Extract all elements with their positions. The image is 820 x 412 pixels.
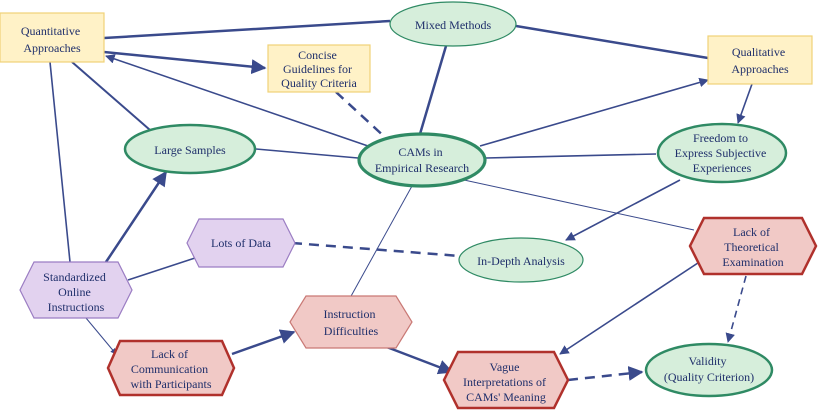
node-quantitative-label: Quantitative Approaches: [21, 24, 83, 55]
node-freedom: Freedom to Express Subjective Experience…: [656, 122, 788, 184]
edge-largesamples-cams: [255, 148, 359, 159]
node-mixed-methods: Mixed Methods: [389, 1, 517, 47]
edge-lacktheory-vague: [559, 254, 711, 355]
node-in-depth: In-Depth Analysis: [458, 237, 584, 283]
edge-freedom-indepth: [565, 179, 681, 241]
node-mixed-methods-label: Mixed Methods: [415, 18, 492, 32]
node-guidelines-label: Concise Guidelines for Quality Criteria: [281, 48, 357, 90]
edge-instruction-vague: [383, 344, 454, 375]
node-lack-communication-label: Lack of Communication with Participants: [131, 347, 212, 391]
node-vague: Vague Interpretations of CAMs' Meaning: [442, 350, 570, 410]
node-quantitative: Quantitative Approaches: [0, 12, 105, 63]
edge-quantitative-mixed: [103, 19, 391, 40]
node-large-samples-label: Large Samples: [154, 143, 226, 157]
edge-lackcomm-instruction: [231, 329, 296, 356]
edge-cams-instruction: [349, 185, 413, 299]
node-qualitative: Qualitative Approaches: [707, 35, 813, 85]
node-lots-of-data: Lots of Data: [186, 218, 296, 268]
node-instruction-difficulties-label: Instruction Difficulties: [324, 307, 379, 338]
edge-quantitative-standardized: [49, 61, 71, 263]
edge-standardized-lackcomm: [85, 317, 117, 355]
edge-mixed-qualitative: [515, 24, 709, 60]
node-cams-label: CAMs in Empirical Research: [375, 145, 469, 175]
node-lack-communication: Lack of Communication with Participants: [106, 339, 236, 397]
node-validity-label: Validity (Quality Criterion): [664, 354, 754, 384]
edge-vague-validity: [567, 365, 644, 382]
node-lack-theoretical: Lack of Theoretical Examination: [688, 216, 818, 276]
edges: [49, 19, 753, 382]
node-qualitative-label: Qualitative Approaches: [731, 45, 789, 76]
node-lack-theoretical-label: Lack of Theoretical Examination: [722, 225, 783, 269]
edge-standardized-largesamples: [104, 170, 168, 263]
node-standardized: Standardized Online Instructions: [19, 261, 133, 319]
node-validity: Validity (Quality Criterion): [644, 342, 774, 398]
edge-standardized-lotsdata: [127, 257, 196, 281]
edge-cams-quantitative: [105, 54, 369, 147]
edge-mixed-cams: [418, 45, 448, 135]
node-in-depth-label: In-Depth Analysis: [477, 254, 565, 268]
node-standardized-label: Standardized Online Instructions: [43, 270, 109, 314]
edge-cams-freedom: [485, 153, 657, 159]
node-large-samples: Large Samples: [123, 123, 257, 175]
node-vague-label: Vague Interpretations of CAMs' Meaning: [463, 360, 549, 404]
edge-cams-lacktheory: [463, 179, 695, 231]
node-lots-of-data-label: Lots of Data: [211, 236, 272, 250]
edge-lotsdata-indepth: [291, 241, 461, 258]
edge-quantitative-largesamples: [71, 61, 151, 131]
edge-quantitative-guidelines: [103, 50, 267, 75]
node-guidelines: Concise Guidelines for Quality Criteria: [267, 44, 371, 93]
edge-qualitative-freedom: [736, 83, 753, 124]
node-cams: CAMs in Empirical Research: [357, 132, 487, 188]
edge-lacktheory-validity: [725, 275, 747, 343]
node-instruction-difficulties: Instruction Difficulties: [289, 295, 413, 349]
edge-guidelines-cams: [335, 91, 389, 141]
node-freedom-label: Freedom to Express Subjective Experience…: [675, 131, 770, 175]
edge-cams-qualitative: [479, 77, 709, 147]
